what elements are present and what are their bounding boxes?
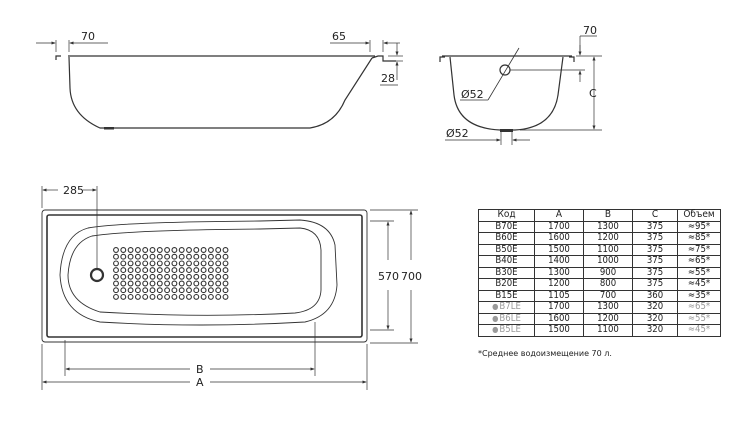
cell-b: 1200: [583, 232, 633, 245]
side-right-offset-label: 65: [332, 30, 346, 43]
cell-a: 1200: [534, 278, 584, 291]
code-text: B7LE: [499, 301, 521, 313]
cell-b: 800: [583, 278, 633, 291]
cell-b: 1100: [583, 243, 633, 256]
cell-a: 1105: [534, 289, 584, 302]
cell-a: 1600: [534, 232, 584, 245]
outer-length-label: A: [196, 376, 204, 389]
cell-volume: ≈65*: [677, 301, 721, 314]
cell-a: 1700: [534, 220, 584, 233]
header-c: C: [632, 209, 678, 222]
cell-code: B60E: [478, 232, 535, 245]
cell-volume: ≈55*: [677, 266, 721, 279]
cell-c: 320: [632, 301, 678, 314]
cell-volume: ≈55*: [677, 312, 721, 325]
cell-c: 375: [632, 255, 678, 268]
drain-offset-label: 285: [63, 184, 84, 197]
table-header-row: Код A B C Объем: [478, 209, 721, 222]
inner-length-label: B: [196, 363, 204, 376]
code-text: B5LE: [499, 324, 521, 336]
cell-b: 1100: [583, 324, 633, 337]
end-view: [439, 35, 602, 145]
anti-slip-dot-pattern: [113, 247, 229, 300]
cell-volume: ≈75*: [677, 243, 721, 256]
cell-a: 1400: [534, 255, 584, 268]
cell-a: 1300: [534, 266, 584, 279]
cell-b: 1300: [583, 301, 633, 314]
cell-b: 900: [583, 266, 633, 279]
end-height-label: C: [589, 87, 597, 100]
side-view: [36, 40, 403, 130]
cell-code: ●B5LE: [478, 324, 535, 337]
side-left-offset-label: 70: [81, 30, 95, 43]
cell-b: 700: [583, 289, 633, 302]
cell-a: 1600: [534, 312, 584, 325]
cell-volume: ≈85*: [677, 232, 721, 245]
cell-c: 375: [632, 278, 678, 291]
inner-width-label: 570: [378, 270, 399, 283]
overflow-diameter-label: Ø52: [461, 88, 484, 101]
header-code: Код: [478, 209, 535, 222]
cell-code: B70E: [478, 220, 535, 233]
drain-diameter-label: Ø52: [446, 127, 469, 140]
footnote: *Среднее водоизмещение 70 л.: [478, 349, 612, 358]
cell-c: 375: [632, 243, 678, 256]
cell-code: ●B7LE: [478, 301, 535, 314]
cell-code: B30E: [478, 266, 535, 279]
cell-b: 1300: [583, 220, 633, 233]
cell-volume: ≈45*: [677, 278, 721, 291]
code-text: B6LE: [499, 312, 521, 324]
header-a: A: [534, 209, 584, 222]
cell-c: 320: [632, 312, 678, 325]
top-view: [41, 186, 418, 390]
cell-code: ●B6LE: [478, 312, 535, 325]
cell-volume: ≈95*: [677, 220, 721, 233]
cell-code: B15E: [478, 289, 535, 302]
cell-code: B50E: [478, 243, 535, 256]
cell-b: 1200: [583, 312, 633, 325]
cell-volume: ≈45*: [677, 324, 721, 337]
cell-code: B40E: [478, 255, 535, 268]
outer-width-label: 700: [401, 270, 422, 283]
cell-a: 1700: [534, 301, 584, 314]
cell-c: 375: [632, 220, 678, 233]
water-drop-icon: ●: [492, 302, 499, 312]
header-volume: Объем: [677, 209, 721, 222]
cell-c: 360: [632, 289, 678, 302]
header-b: B: [583, 209, 633, 222]
cell-c: 375: [632, 232, 678, 245]
cell-b: 1000: [583, 255, 633, 268]
cell-code: B20E: [478, 278, 535, 291]
side-rim-height-label: 28: [381, 72, 395, 85]
cell-c: 320: [632, 324, 678, 337]
cell-a: 1500: [534, 324, 584, 337]
cell-c: 375: [632, 266, 678, 279]
cell-a: 1500: [534, 243, 584, 256]
water-drop-icon: ●: [492, 325, 499, 335]
end-top-offset-label: 70: [583, 24, 597, 37]
cell-volume: ≈35*: [677, 289, 721, 302]
cell-volume: ≈65*: [677, 255, 721, 268]
water-drop-icon: ●: [492, 313, 499, 323]
